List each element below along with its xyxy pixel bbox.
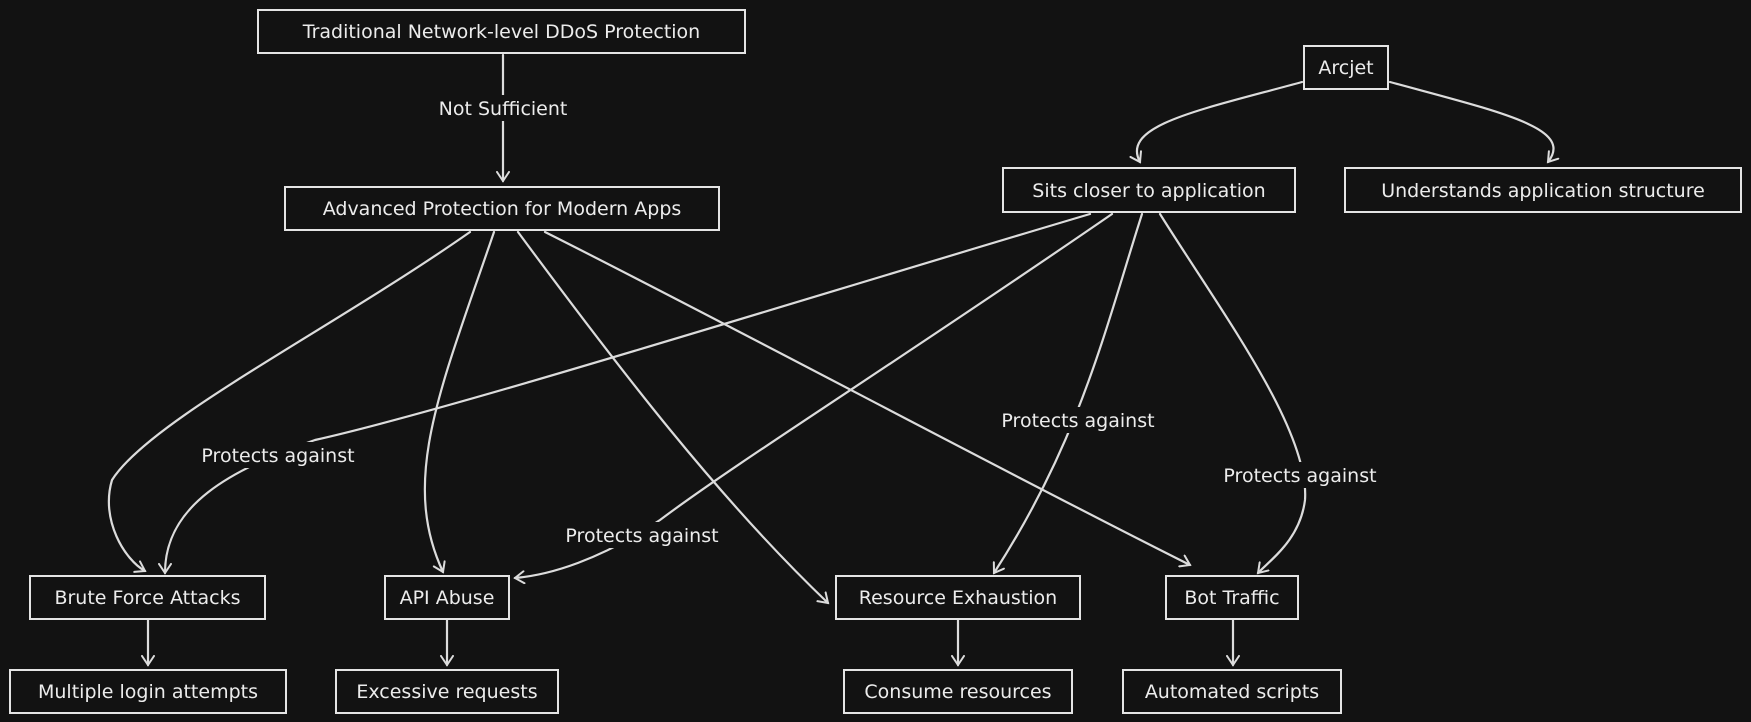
node-resource-label: Resource Exhaustion (859, 587, 1057, 609)
node-consume-label: Consume resources (864, 681, 1051, 703)
edge-labels: Not Sufficient Protects against Protects… (188, 95, 1390, 548)
node-traditional: Traditional Network-level DDoS Protectio… (257, 9, 746, 54)
node-understands-label: Understands application structure (1381, 180, 1705, 202)
node-bot-label: Bot Traffic (1184, 587, 1279, 609)
node-advanced-label: Advanced Protection for Modern Apps (323, 198, 682, 220)
label-protects-bot: Protects against (1223, 465, 1376, 487)
edge-closer-brute (158, 212, 1092, 575)
node-api-label: API Abuse (400, 587, 495, 609)
node-scripts-label: Automated scripts (1145, 681, 1319, 703)
node-scripts: Automated scripts (1122, 669, 1342, 714)
label-protects-resource: Protects against (1001, 410, 1154, 432)
edge-advanced-resource (516, 230, 830, 605)
edge-advanced-brute (107, 230, 472, 573)
label-protects-brute: Protects against (201, 445, 354, 467)
node-consume: Consume resources (843, 669, 1073, 714)
node-understands: Understands application structure (1344, 167, 1742, 213)
node-closer: Sits closer to application (1002, 167, 1296, 213)
edge-closer-bot (1158, 212, 1307, 575)
edge-advanced-bot (543, 230, 1192, 568)
node-api: API Abuse (384, 575, 510, 620)
node-requests-label: Excessive requests (356, 681, 537, 703)
edges (107, 53, 1560, 667)
edge-advanced-api (423, 230, 496, 574)
nodes: Traditional Network-level DDoS Protectio… (9, 9, 1742, 714)
edge-closer-api (513, 212, 1114, 585)
node-requests: Excessive requests (335, 669, 559, 714)
node-traditional-label: Traditional Network-level DDoS Protectio… (302, 21, 700, 43)
node-bot: Bot Traffic (1165, 575, 1299, 620)
edge-arcjet-closer (1129, 80, 1304, 164)
node-closer-label: Sits closer to application (1032, 180, 1265, 202)
node-arcjet-label: Arcjet (1318, 57, 1373, 79)
label-not-sufficient: Not Sufficient (439, 98, 568, 120)
node-login-label: Multiple login attempts (38, 681, 258, 703)
edge-arcjet-understands (1388, 80, 1560, 164)
label-protects-api: Protects against (565, 525, 718, 547)
node-brute-label: Brute Force Attacks (54, 587, 240, 609)
edge-closer-resource (992, 212, 1144, 575)
node-arcjet: Arcjet (1303, 45, 1389, 90)
node-advanced: Advanced Protection for Modern Apps (284, 186, 720, 231)
node-resource: Resource Exhaustion (835, 575, 1081, 620)
node-brute: Brute Force Attacks (29, 575, 266, 620)
node-login: Multiple login attempts (9, 669, 287, 714)
